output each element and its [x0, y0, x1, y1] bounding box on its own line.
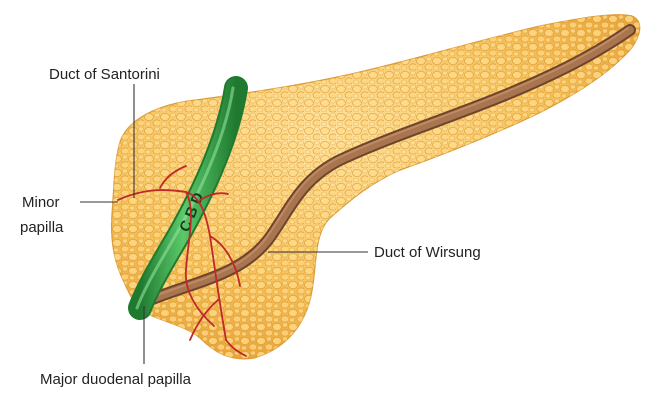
label-duct-of-santorini: Duct of Santorini	[49, 66, 160, 83]
label-minor-papilla-line2: papilla	[20, 219, 64, 236]
label-minor-papilla-line1: Minor	[22, 194, 60, 211]
label-duct-of-wirsung: Duct of Wirsung	[374, 244, 481, 261]
label-major-duodenal-papilla: Major duodenal papilla	[40, 371, 192, 388]
